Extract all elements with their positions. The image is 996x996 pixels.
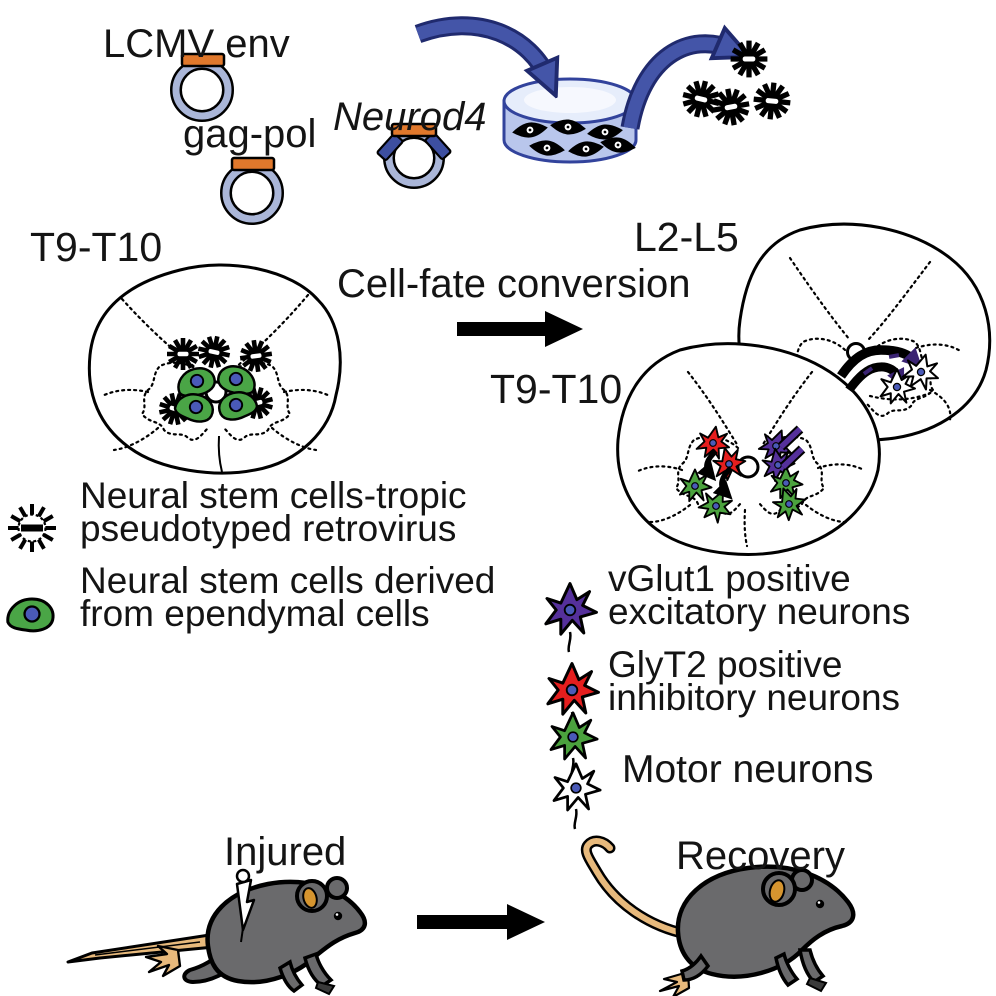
ltr-insert bbox=[376, 133, 404, 161]
injured-label: Injured bbox=[224, 830, 347, 874]
recovery-mouse-hind-leg bbox=[679, 952, 711, 982]
excitatory-axon-stub bbox=[777, 425, 806, 471]
legend-excitatory-line1: vGlut1 positive bbox=[608, 558, 851, 599]
injured-mouse-front-paw bbox=[314, 980, 336, 996]
retrovirus-legend-icon bbox=[6, 502, 58, 554]
lower-cord-gray-matter-dotted bbox=[634, 370, 866, 548]
env-insert bbox=[180, 52, 226, 68]
lower-right-cord-level-label: T9-T10 bbox=[490, 366, 623, 412]
injured-mouse-inner-ear bbox=[302, 887, 318, 909]
left-cord-outline bbox=[87, 263, 342, 475]
plasmid-neurod4-label: Neurod4 bbox=[333, 95, 487, 139]
legend-retrovirus-label: Neural stem cells-tropic pseudotyped ret… bbox=[80, 475, 467, 549]
neurod4-insert bbox=[390, 122, 438, 138]
transfection-arrow bbox=[415, 19, 549, 80]
plasmid-neurod4 bbox=[376, 122, 452, 189]
injury-bolt-icon bbox=[235, 868, 256, 943]
recovery-mouse-body bbox=[675, 864, 856, 979]
cell-fate-arrow bbox=[457, 311, 583, 347]
injured-mouse-front-leg bbox=[277, 959, 305, 994]
recovery-mouse-eye bbox=[815, 899, 825, 909]
harvest-arrow bbox=[623, 44, 734, 130]
left-cord-level-label: T9-T10 bbox=[30, 224, 163, 270]
plasmid-gag-pol bbox=[220, 156, 284, 225]
recovery-mouse-inner-ear bbox=[768, 879, 786, 903]
recovery-mouse-front-leg bbox=[797, 948, 826, 985]
plasmid-lcmv-env-label: LCMV env bbox=[103, 22, 290, 66]
legend-excitatory-label: vGlut1 positive excitatory neurons bbox=[608, 558, 911, 632]
legend-motor-label: Motor neurons bbox=[622, 748, 874, 791]
lower-cord-outline bbox=[616, 342, 881, 556]
inhibition-arrow bbox=[712, 465, 733, 500]
legend-retrovirus-line1: Neural stem cells-tropic bbox=[80, 475, 467, 516]
recovery-mouse-hind-foot bbox=[658, 970, 691, 996]
legend-nsc-line1: Neural stem cells derived bbox=[80, 560, 496, 601]
ventral-fissure-line bbox=[217, 435, 223, 473]
injured-mouse-head-bump bbox=[325, 876, 349, 900]
plasmid-gag-pol-label: gag-pol bbox=[183, 112, 317, 156]
recovery-mouse-front-paw bbox=[805, 976, 828, 993]
injured-mouse bbox=[66, 868, 368, 996]
injured-mouse-eye bbox=[333, 911, 343, 921]
axon-tract bbox=[837, 345, 923, 379]
recovery-label: Recovery bbox=[676, 834, 845, 878]
injured-mouse-hind-foot bbox=[144, 944, 182, 978]
recovery-mouse-front-leg bbox=[774, 951, 800, 988]
injured-mouse-tail bbox=[66, 932, 218, 964]
recovery-mouse bbox=[580, 835, 856, 996]
recovery-arrow bbox=[417, 904, 545, 940]
gag-pol-insert bbox=[230, 156, 276, 172]
legend-inhibitory-line1: GlyT2 positive bbox=[608, 644, 843, 685]
legend-inhibitory-label: GlyT2 positive inhibitory neurons bbox=[608, 644, 901, 718]
legend-retrovirus-line2: pseudotyped retrovirus bbox=[80, 508, 457, 549]
neural-stem-cell-legend-icon bbox=[6, 597, 55, 633]
injured-mouse-front-leg bbox=[302, 951, 334, 989]
recovery-mouse-tail bbox=[580, 835, 692, 940]
plasmid-lcmv-env bbox=[170, 52, 234, 122]
legend-nsc-label: Neural stem cells derived from ependymal… bbox=[80, 560, 496, 634]
lower-right-spinal-cord-section bbox=[616, 342, 881, 556]
legend-nsc-line2: from ependymal cells bbox=[80, 593, 430, 634]
cell-fate-conversion-label: Cell-fate conversion bbox=[337, 262, 691, 306]
legend-inhibitory-line2: inhibitory neurons bbox=[608, 677, 901, 718]
left-spinal-cord-section bbox=[87, 263, 342, 475]
motor-neuron-legend-icon bbox=[554, 764, 600, 830]
inhibition-arrow bbox=[696, 448, 718, 482]
legend-excitatory-line2: excitatory neurons bbox=[608, 591, 911, 632]
upper-right-cord-level-label: L2-L5 bbox=[634, 214, 739, 260]
excitatory-neuron-legend-icon bbox=[546, 584, 597, 653]
